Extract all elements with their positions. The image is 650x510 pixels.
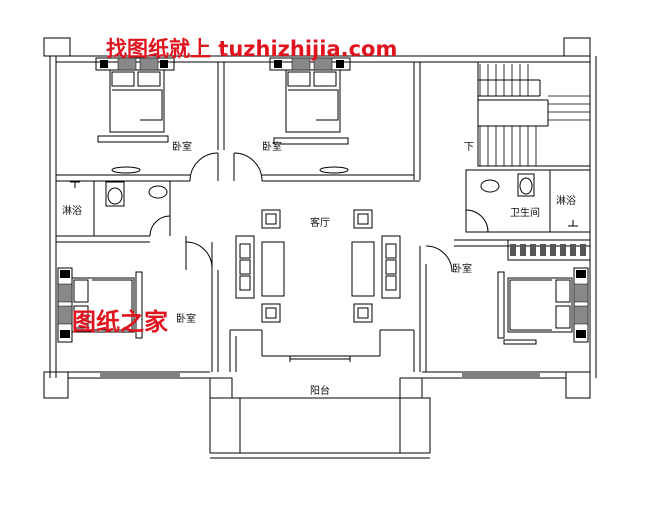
room-label-bathroom-e: 卫生间 [510, 206, 540, 219]
watermark-top: 找图纸就上 tuzhizhijia.com [106, 37, 397, 61]
room-label-living: 客厅 [310, 216, 330, 229]
room-label-bedroom-sw: 卧室 [176, 312, 196, 325]
room-label-balcony: 阳台 [310, 384, 330, 397]
room-label-bedroom-n: 卧室 [262, 140, 282, 153]
stair-down-label: 下 [464, 142, 474, 153]
room-label-bedroom-nw: 卧室 [172, 140, 192, 153]
watermark-middle: 图纸之家 [72, 307, 168, 336]
room-label-bedroom-se: 卧室 [452, 262, 472, 275]
room-label-bath-w: 淋浴 [62, 204, 82, 217]
room-label-bath-e: 淋浴 [556, 194, 576, 207]
